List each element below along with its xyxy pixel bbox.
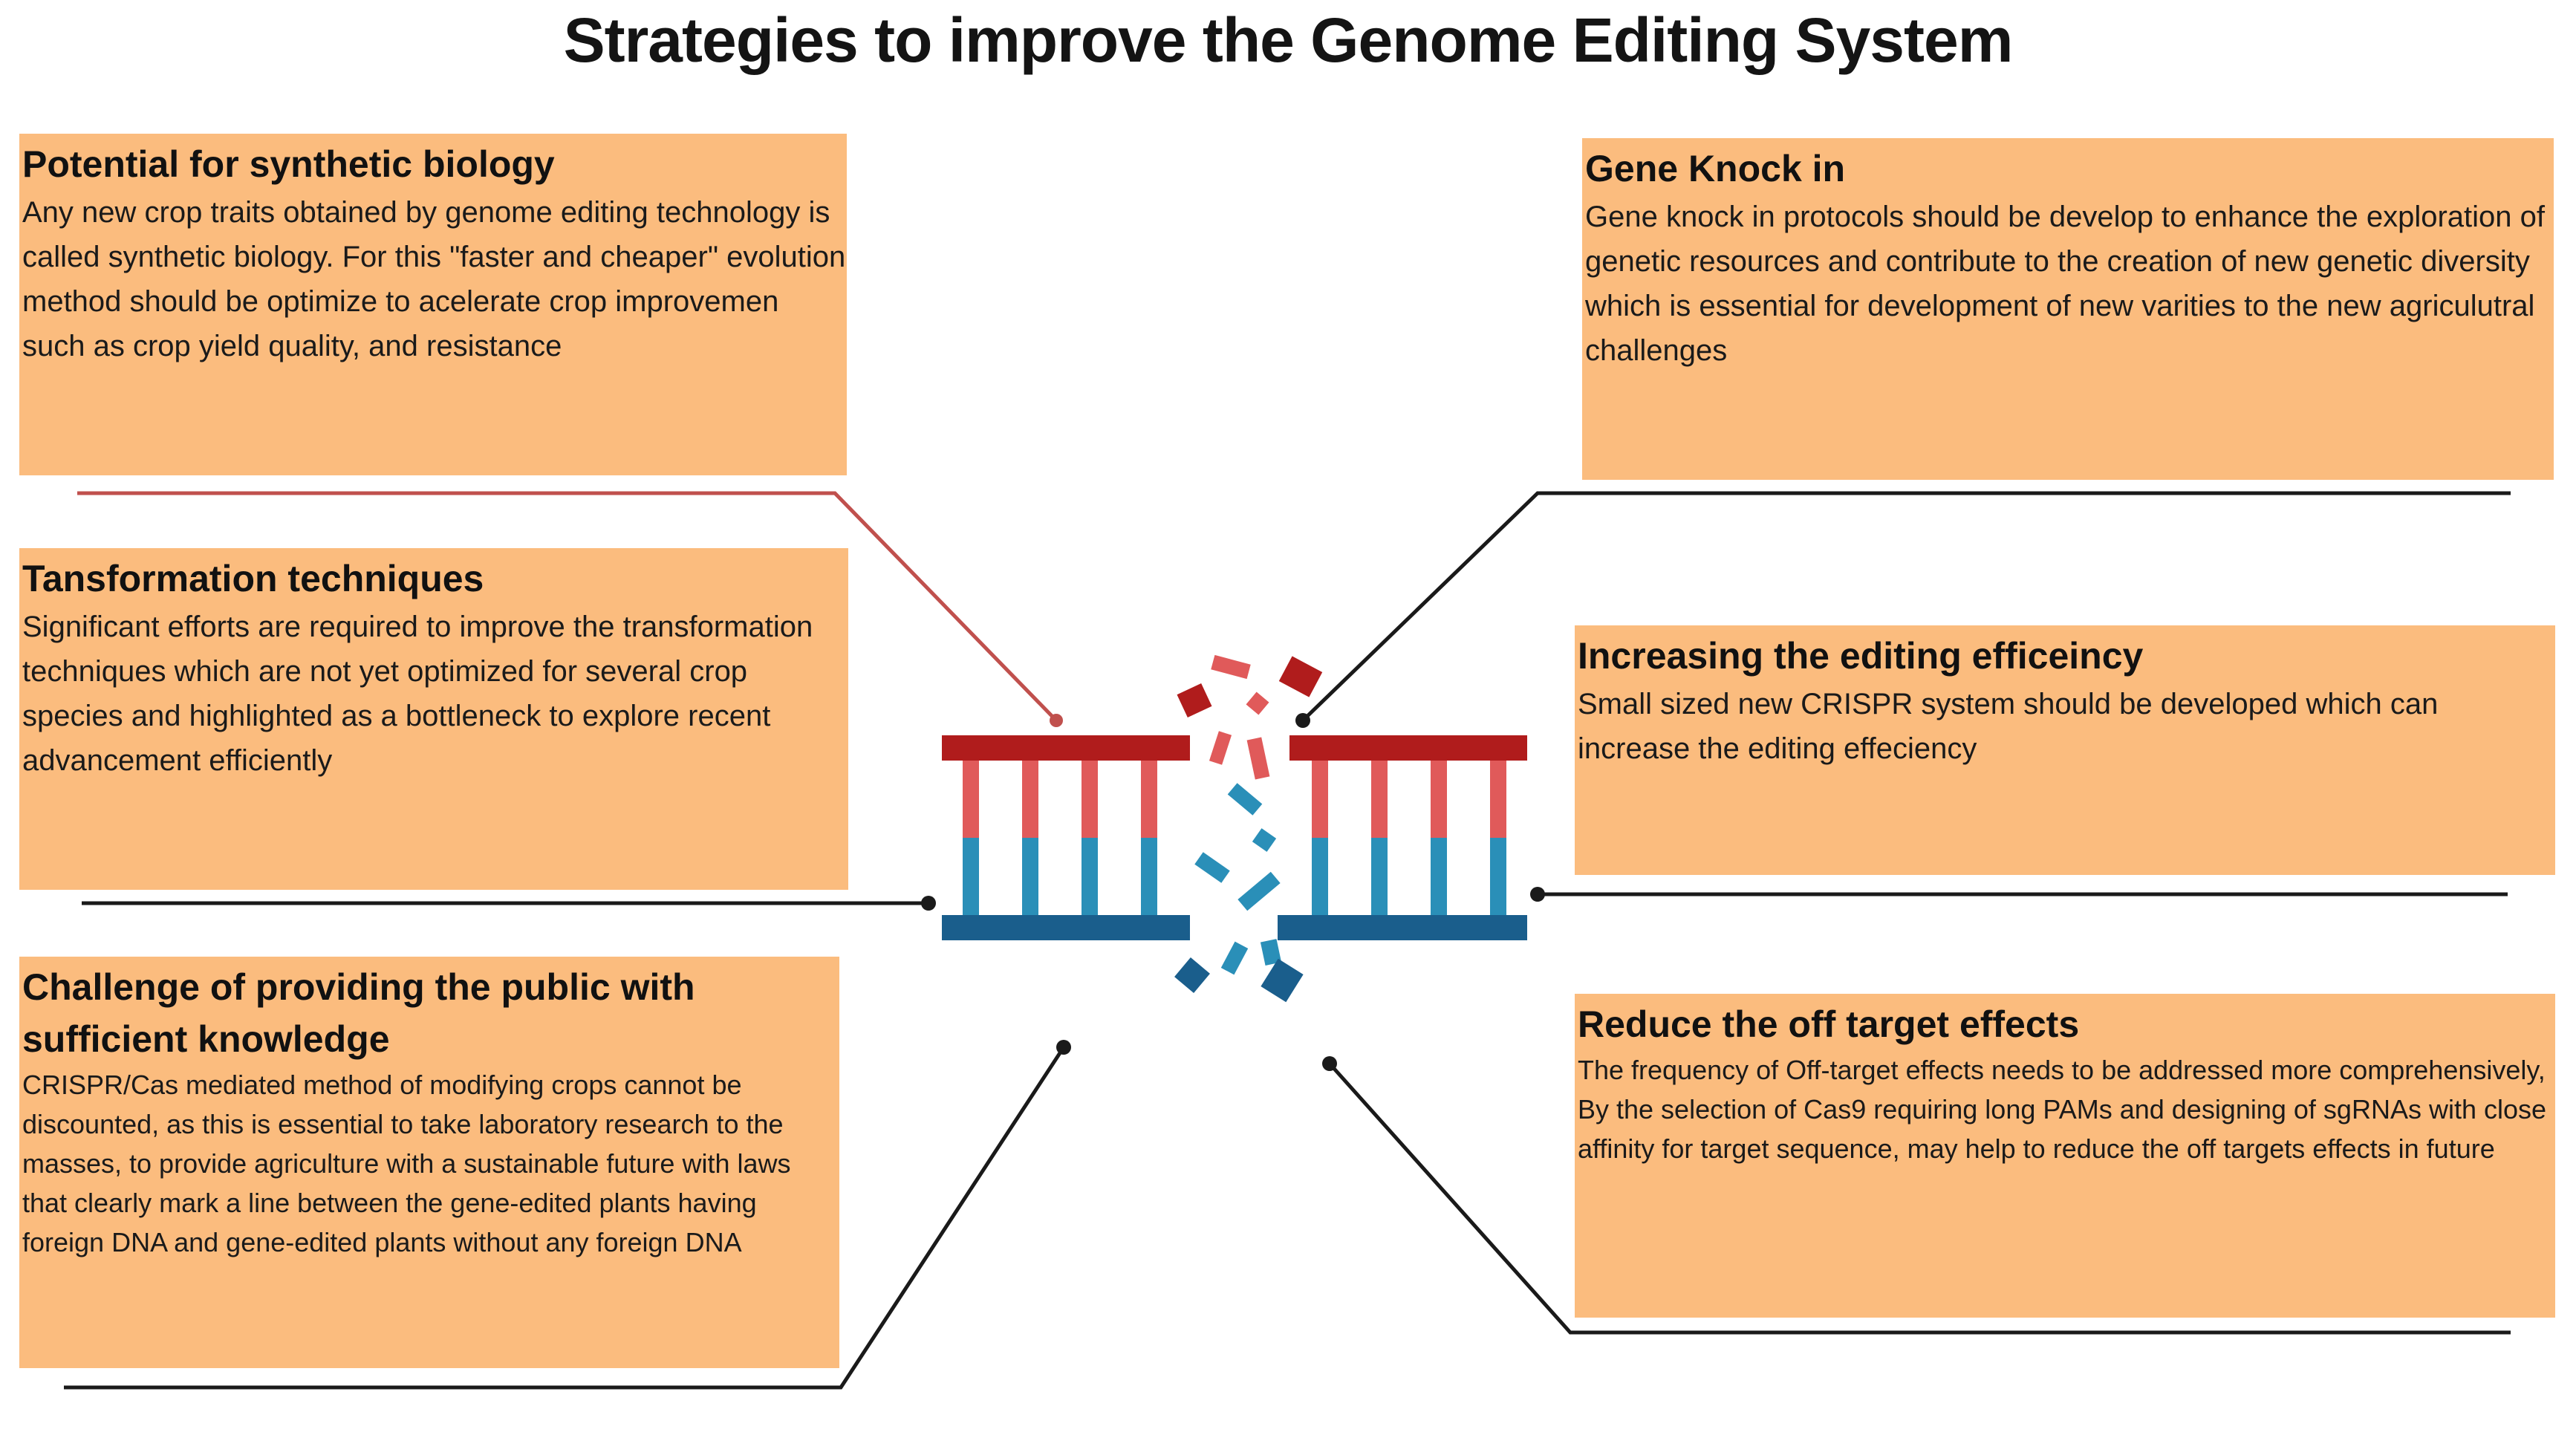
card-body: The frequency of Off-target effects need… bbox=[1578, 1055, 2547, 1164]
card-transformation-techniques: Tansformation techniques Significant eff… bbox=[19, 548, 848, 890]
crispr-dna-cut-icon bbox=[942, 654, 1527, 1003]
card-title: Tansformation techniques bbox=[22, 558, 484, 599]
card-editing-efficiency: Increasing the editing efficeincy Small … bbox=[1575, 625, 2555, 875]
connector-efficiency bbox=[1530, 887, 2508, 902]
connector-offtarget bbox=[1322, 1056, 2511, 1335]
connector-public bbox=[64, 1040, 1071, 1390]
card-body: CRISPR/Cas mediated method of modifying … bbox=[22, 1070, 791, 1257]
card-body: Small sized new CRISPR system should be … bbox=[1578, 688, 2439, 765]
card-title: Reduce the off target effects bbox=[1578, 1003, 2080, 1045]
card-body: Any new crop traits obtained by genome e… bbox=[22, 196, 846, 362]
card-public-knowledge: Challenge of providing the public with s… bbox=[19, 957, 839, 1368]
card-body: Gene knock in protocols should be develo… bbox=[1585, 201, 2545, 367]
connector-knockin bbox=[1295, 491, 2511, 728]
card-title: Increasing the editing efficeincy bbox=[1578, 635, 2144, 677]
card-off-target-effects: Reduce the off target effects The freque… bbox=[1575, 994, 2555, 1318]
card-title: Gene Knock in bbox=[1585, 148, 1846, 189]
page-title: Strategies to improve the Genome Editing… bbox=[563, 5, 2014, 75]
card-title: Potential for synthetic biology bbox=[22, 143, 555, 185]
card-synthetic-biology: Potential for synthetic biology Any new … bbox=[19, 134, 847, 475]
card-body: Significant efforts are required to impr… bbox=[22, 611, 813, 777]
connector-transform bbox=[82, 896, 936, 911]
card-gene-knock-in: Gene Knock in Gene knock in protocols sh… bbox=[1582, 138, 2554, 480]
connector-synthetic bbox=[77, 491, 1063, 727]
card-title: Challenge of providing the public with s… bbox=[22, 966, 695, 1060]
